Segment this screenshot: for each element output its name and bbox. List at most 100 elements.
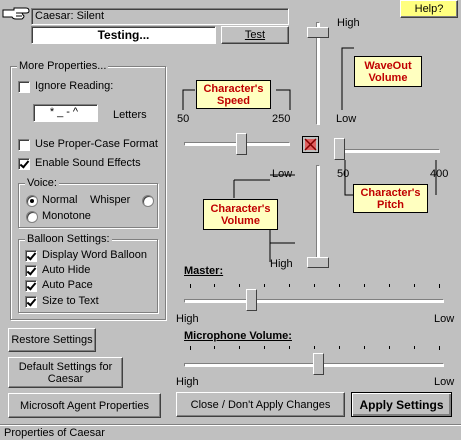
voice-group: Voice: [18, 177, 158, 228]
default-settings-button[interactable]: Default Settings for Caesar [8, 357, 123, 388]
slider-tick [414, 284, 415, 287]
letters-value: *_-^ [49, 106, 82, 118]
size-to-text-label: Size to Text [42, 295, 99, 307]
speed-slider[interactable] [184, 128, 290, 158]
slider-tick [339, 346, 340, 349]
speed-slider-thumb[interactable] [236, 133, 247, 155]
microphone-high-label: High [176, 376, 199, 388]
slider-tick [339, 284, 340, 287]
letters-label: Letters [113, 109, 147, 121]
size-to-text-checkbox[interactable] [25, 296, 37, 308]
char-volume-low-label: Low [272, 168, 293, 180]
sound-effects-label: Enable Sound Effects [35, 157, 141, 169]
sound-effects-checkbox[interactable] [18, 158, 30, 170]
master-low-label: Low [434, 313, 455, 325]
more-properties-legend: More Properties... [17, 60, 109, 72]
slider-tick [190, 284, 191, 288]
restore-settings-button[interactable]: Restore Settings [8, 328, 96, 352]
proper-case-checkbox[interactable] [18, 139, 30, 151]
voice-whisper-radio[interactable] [142, 195, 154, 207]
letters-input[interactable]: *_-^ [33, 104, 98, 122]
slider-tick [289, 284, 290, 287]
waveout-slider-track [316, 22, 320, 125]
voice-legend: Voice: [25, 177, 59, 189]
voice-monotone-radio[interactable] [26, 211, 38, 223]
help-button[interactable]: Help? [400, 0, 458, 18]
auto-hide-checkbox[interactable] [25, 265, 37, 277]
balloon-settings-group: Balloon Settings: [18, 233, 158, 313]
slider-tick [264, 346, 265, 349]
waveout-low-label: Low [336, 113, 357, 125]
pitch-slider-thumb[interactable] [334, 138, 345, 160]
slider-tick [414, 346, 415, 349]
master-slider-track [184, 299, 444, 303]
voice-normal-radio[interactable] [26, 195, 38, 207]
microphone-low-label: Low [434, 376, 455, 388]
balloon-settings-legend: Balloon Settings: [25, 233, 112, 245]
test-button[interactable]: Test [221, 26, 289, 44]
master-slider[interactable] [184, 282, 444, 312]
master-label: Master: [184, 265, 224, 277]
character-status-text: Caesar: Silent [35, 10, 105, 22]
slider-tick [364, 346, 365, 349]
slider-tick [364, 284, 365, 287]
speed-max-label: 250 [272, 113, 291, 125]
slider-tick [214, 346, 215, 349]
char-volume-slider-track [316, 165, 320, 268]
slider-tick [314, 284, 315, 287]
close-button[interactable]: Close / Don't Apply Changes [176, 392, 345, 417]
speed-min-label: 50 [177, 113, 190, 125]
pitch-slider[interactable] [334, 135, 440, 165]
master-slider-thumb[interactable] [246, 289, 257, 311]
ignore-reading-label: Ignore Reading: [35, 80, 114, 92]
disabled-icon [302, 136, 319, 153]
char-volume-slider[interactable] [303, 165, 333, 268]
waveout-slider-thumb[interactable] [307, 27, 329, 38]
waveout-high-label: High [337, 17, 360, 29]
voice-normal-label: Normal [42, 194, 78, 206]
pitch-min-label: 50 [337, 168, 350, 180]
auto-pace-label: Auto Pace [42, 279, 93, 291]
display-word-balloon-label: Display Word Balloon [42, 249, 147, 261]
voice-whisper-label: Whisper [90, 194, 131, 206]
pitch-note: Character's Pitch [353, 184, 428, 213]
more-properties-group: More Properties... [10, 60, 166, 320]
waveout-slider[interactable] [303, 22, 333, 125]
slider-tick [289, 346, 290, 349]
voice-monotone-label: Monotone [42, 210, 91, 222]
char-volume-high-label: High [270, 258, 293, 270]
slider-tick [239, 284, 240, 287]
auto-hide-label: Auto Hide [42, 264, 91, 276]
char-volume-slider-thumb[interactable] [307, 257, 329, 268]
test-text-value: Testing... [97, 28, 150, 42]
microphone-label: Microphone Volume: [184, 330, 292, 342]
status-bar: Properties of Caesar [0, 424, 461, 440]
status-text: Properties of Caesar [4, 427, 105, 439]
char-volume-note: Character's Volume [203, 199, 278, 230]
agent-properties-button[interactable]: Microsoft Agent Properties [8, 393, 161, 418]
pitch-slider-track [334, 149, 440, 153]
waveout-note: WaveOut Volume [354, 56, 422, 87]
slider-tick [389, 346, 390, 349]
slider-tick [389, 284, 390, 287]
microphone-slider-thumb[interactable] [313, 353, 324, 375]
test-text-input[interactable]: Testing... [31, 26, 216, 44]
speed-note: Character's Speed [196, 80, 271, 109]
character-status-field: Caesar: Silent [31, 8, 289, 25]
proper-case-label: Use Proper-Case Format [35, 138, 158, 150]
pitch-max-label: 400 [430, 168, 449, 180]
slider-tick [239, 346, 240, 349]
slider-tick [190, 346, 191, 350]
auto-pace-checkbox[interactable] [25, 280, 37, 292]
ignore-reading-checkbox[interactable] [18, 81, 30, 93]
slider-tick [439, 346, 440, 350]
slider-tick [214, 284, 215, 287]
slider-tick [439, 284, 440, 288]
display-word-balloon-checkbox[interactable] [25, 250, 37, 262]
apply-settings-button[interactable]: Apply Settings [351, 392, 452, 417]
master-high-label: High [176, 313, 199, 325]
slider-tick [264, 284, 265, 287]
pointing-hand-icon [2, 4, 30, 22]
microphone-slider[interactable] [184, 344, 444, 376]
slider-tick [314, 346, 315, 349]
